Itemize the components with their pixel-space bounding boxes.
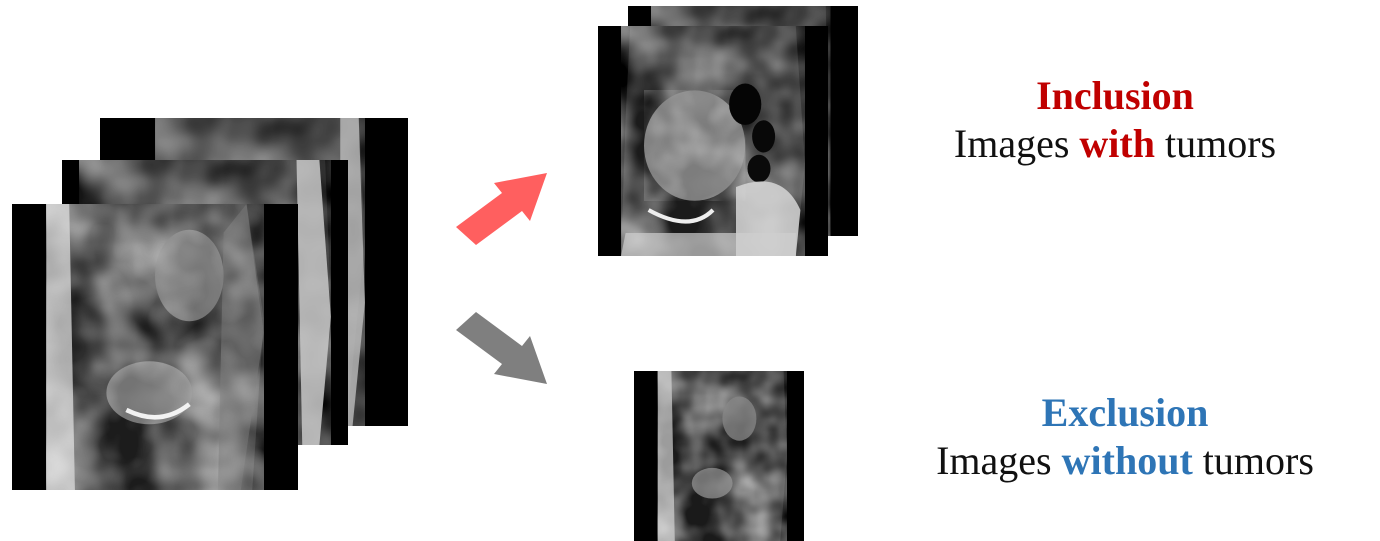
inclusion-prefix: Images bbox=[954, 121, 1080, 166]
exclusion-description: Images without tumors bbox=[885, 437, 1365, 485]
exclusion-suffix: tumors bbox=[1193, 438, 1314, 483]
inclusion-description: Images with tumors bbox=[905, 120, 1325, 168]
inclusion-suffix: tumors bbox=[1155, 121, 1276, 166]
inclusion-label: Inclusion Images with tumors bbox=[905, 72, 1325, 168]
mri-slice-excluded bbox=[634, 371, 804, 541]
exclusion-keyword: without bbox=[1062, 438, 1193, 483]
exclusion-label: Exclusion Images without tumors bbox=[885, 389, 1365, 485]
inclusion-keyword: with bbox=[1079, 121, 1155, 166]
mri-slice-front bbox=[12, 204, 298, 490]
mri-slice-included-front bbox=[598, 26, 828, 256]
arrow-up-right-icon bbox=[450, 165, 550, 245]
exclusion-title: Exclusion bbox=[885, 389, 1365, 437]
exclusion-prefix: Images bbox=[936, 438, 1062, 483]
arrow-down-right-icon bbox=[450, 312, 550, 392]
inclusion-title: Inclusion bbox=[905, 72, 1325, 120]
